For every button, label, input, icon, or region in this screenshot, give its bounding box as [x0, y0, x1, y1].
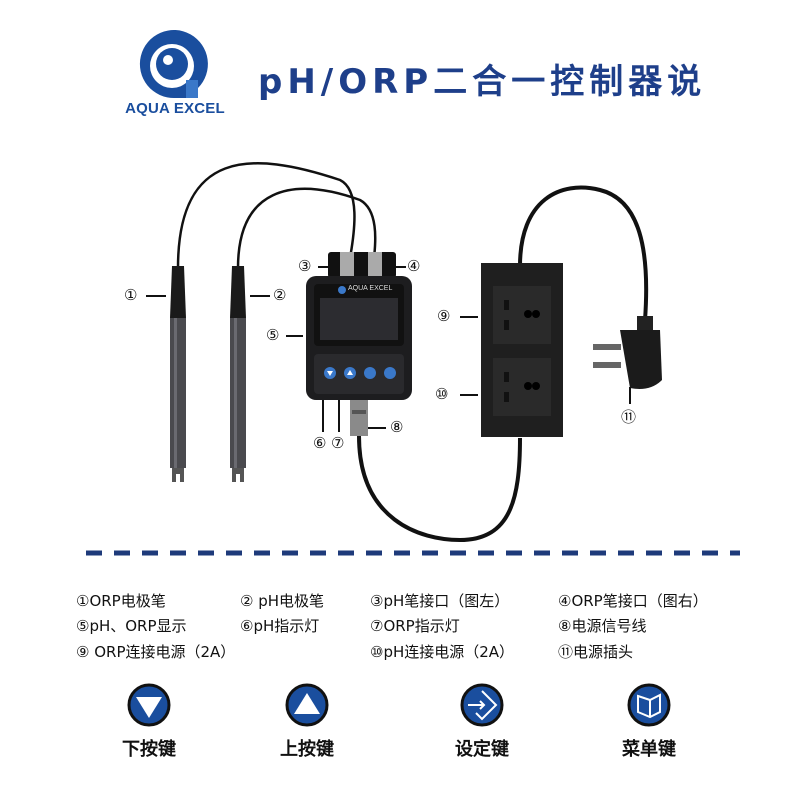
plug-cable — [518, 185, 649, 321]
aqua-excel-logo — [139, 30, 208, 99]
legend-item: ② pH电极笔 — [240, 592, 325, 610]
page-title: pH/ORP二合一控制器说 — [258, 62, 707, 102]
ph-electrode-probe — [230, 266, 246, 482]
menu-button-label: 菜单键 — [622, 739, 676, 760]
legend-item: ⑧电源信号线 — [558, 617, 647, 635]
up-button-label: 上按键 — [280, 739, 334, 760]
callout-4: ④ — [407, 257, 421, 275]
brand-name: AQUA EXCEL — [125, 100, 225, 117]
down-triangle-icon — [127, 683, 171, 727]
down-button-label: 下按键 — [122, 739, 176, 760]
legend-item: ⑥pH指示灯 — [240, 617, 320, 635]
orp-probe-cable — [176, 162, 356, 269]
orp-electrode-probe — [170, 266, 186, 482]
power-strip — [481, 263, 563, 437]
callout-3: ③ — [298, 257, 312, 275]
legend-item: ⑩pH连接电源（2A） — [370, 643, 515, 661]
up-triangle-icon — [285, 683, 329, 727]
power-signal-cable — [357, 435, 522, 543]
power-plug — [593, 316, 662, 389]
callout-5: ⑤ — [266, 326, 280, 344]
callout-7: ⑦ — [331, 434, 345, 452]
menu-box-icon — [627, 683, 671, 727]
callout-10: ⑩ — [435, 385, 449, 403]
callout-1: ① — [124, 286, 138, 304]
set-button-label: 设定键 — [455, 739, 509, 760]
callout-8: ⑧ — [390, 418, 404, 436]
device-brand: AQUA EXCEL — [348, 285, 393, 292]
enter-icon — [460, 683, 504, 727]
legend-item: ⑨ ORP连接电源（2A） — [76, 643, 236, 661]
legend-item: ⑤pH、ORP显示 — [76, 617, 187, 635]
callout-6: ⑥ — [313, 434, 327, 452]
callout-2: ② — [273, 286, 287, 304]
legend-item: ⑪电源插头 — [558, 643, 634, 661]
legend-item: ③pH笔接口（图左） — [370, 592, 510, 610]
callout-9: ⑨ — [437, 307, 451, 325]
callout-leaders — [146, 266, 631, 432]
ph-probe-cable — [236, 187, 377, 269]
controller-unit — [306, 252, 412, 436]
legend-item: ⑦ORP指示灯 — [370, 617, 460, 635]
legend-item: ①ORP电极笔 — [76, 592, 166, 610]
legend-item: ④ORP笔接口（图右） — [558, 592, 708, 610]
callout-11: ⑪ — [621, 408, 637, 426]
